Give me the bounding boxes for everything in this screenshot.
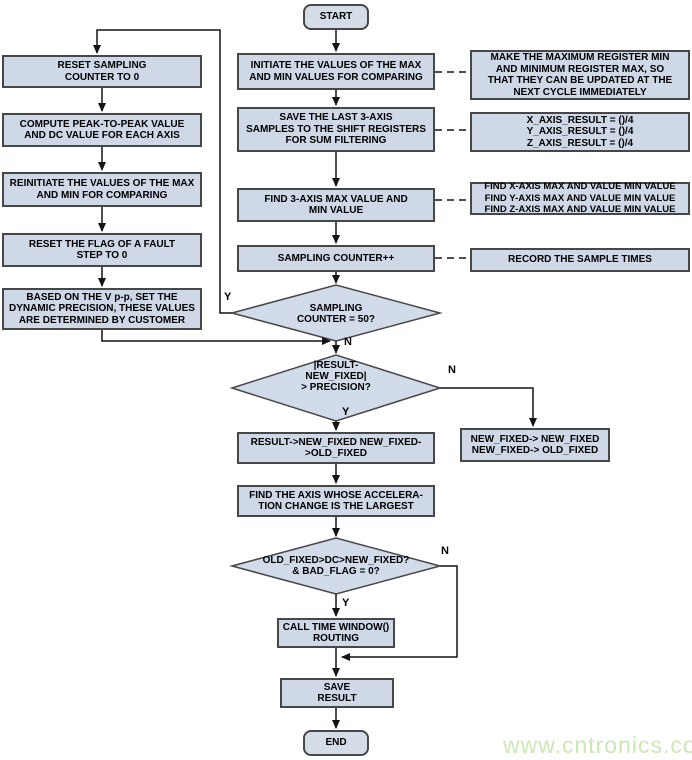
node-new-fixed-swap: NEW_FIXED-> NEW_FIXED NEW_FIXED-> OLD_FI… (460, 428, 610, 462)
node-save-samples: SAVE THE LAST 3-AXIS SAMPLES TO THE SHIF… (237, 107, 435, 152)
node-result-to-new-fixed: RESULT->NEW_FIXED NEW_FIXED- >OLD_FIXED (237, 432, 435, 464)
note-axis-result: X_AXIS_RESULT = ()/4 Y_AXIS_RESULT = ()/… (470, 112, 690, 152)
node-call-time-window: CALL TIME WINDOW() ROUTING (277, 618, 395, 648)
decision-sampling-counter-label: SAMPLING COUNTER = 50? (296, 303, 376, 325)
node-set-dynamic-precision: BASED ON THE V p-p, SET THE DYNAMIC PREC… (2, 288, 202, 330)
node-initiate-max-min: INITIATE THE VALUES OF THE MAX AND MIN V… (237, 53, 435, 90)
node-compute-peak-dc: COMPUTE PEAK-TO-PEAK VALUE AND DC VALUE … (2, 113, 202, 147)
note-record-times: RECORD THE SAMPLE TIMES (470, 248, 690, 272)
node-end: END (303, 730, 369, 756)
branch-label-window-no: N (441, 545, 449, 557)
branch-label-precision-yes: Y (342, 406, 350, 418)
note-find-axis: FIND X-AXIS MAX AND VALUE MIN VALUE FIND… (470, 181, 690, 215)
node-find-axis-largest: FIND THE AXIS WHOSE ACCELERA- TION CHANG… (237, 485, 435, 517)
note-make-register: MAKE THE MAXIMUM REGISTER MIN AND MINIMU… (470, 50, 690, 100)
node-find-max-min: FIND 3-AXIS MAX VALUE AND MIN VALUE (237, 188, 435, 222)
node-sampling-counter-inc: SAMPLING COUNTER++ (237, 245, 435, 272)
decision-old-dc-new-label: OLD_FIXED>DC>NEW_FIXED? & BAD_FLAG = 0? (262, 555, 410, 577)
branch-label-counter50-yes: Y (224, 291, 232, 303)
branch-label-precision-no: N (448, 364, 456, 376)
node-reset-sampling-counter: RESET SAMPLING COUNTER TO 0 (2, 55, 202, 88)
watermark-text: www.cntronics.com (503, 732, 692, 758)
decision-precision-label: |RESULT- NEW_FIXED| > PRECISION? (301, 359, 371, 393)
branch-label-counter50-no: N (344, 336, 352, 348)
node-save-result: SAVE RESULT (280, 678, 394, 708)
decision-sampling-counter-shape (229, 284, 443, 342)
node-reinitiate-max-min: REINITIATE THE VALUES OF THE MAX AND MIN… (2, 172, 202, 207)
node-start: START (303, 4, 369, 30)
branch-label-window-yes: Y (342, 597, 350, 609)
node-reset-fault-flag: RESET THE FLAG OF A FAULT STEP TO 0 (2, 233, 202, 267)
